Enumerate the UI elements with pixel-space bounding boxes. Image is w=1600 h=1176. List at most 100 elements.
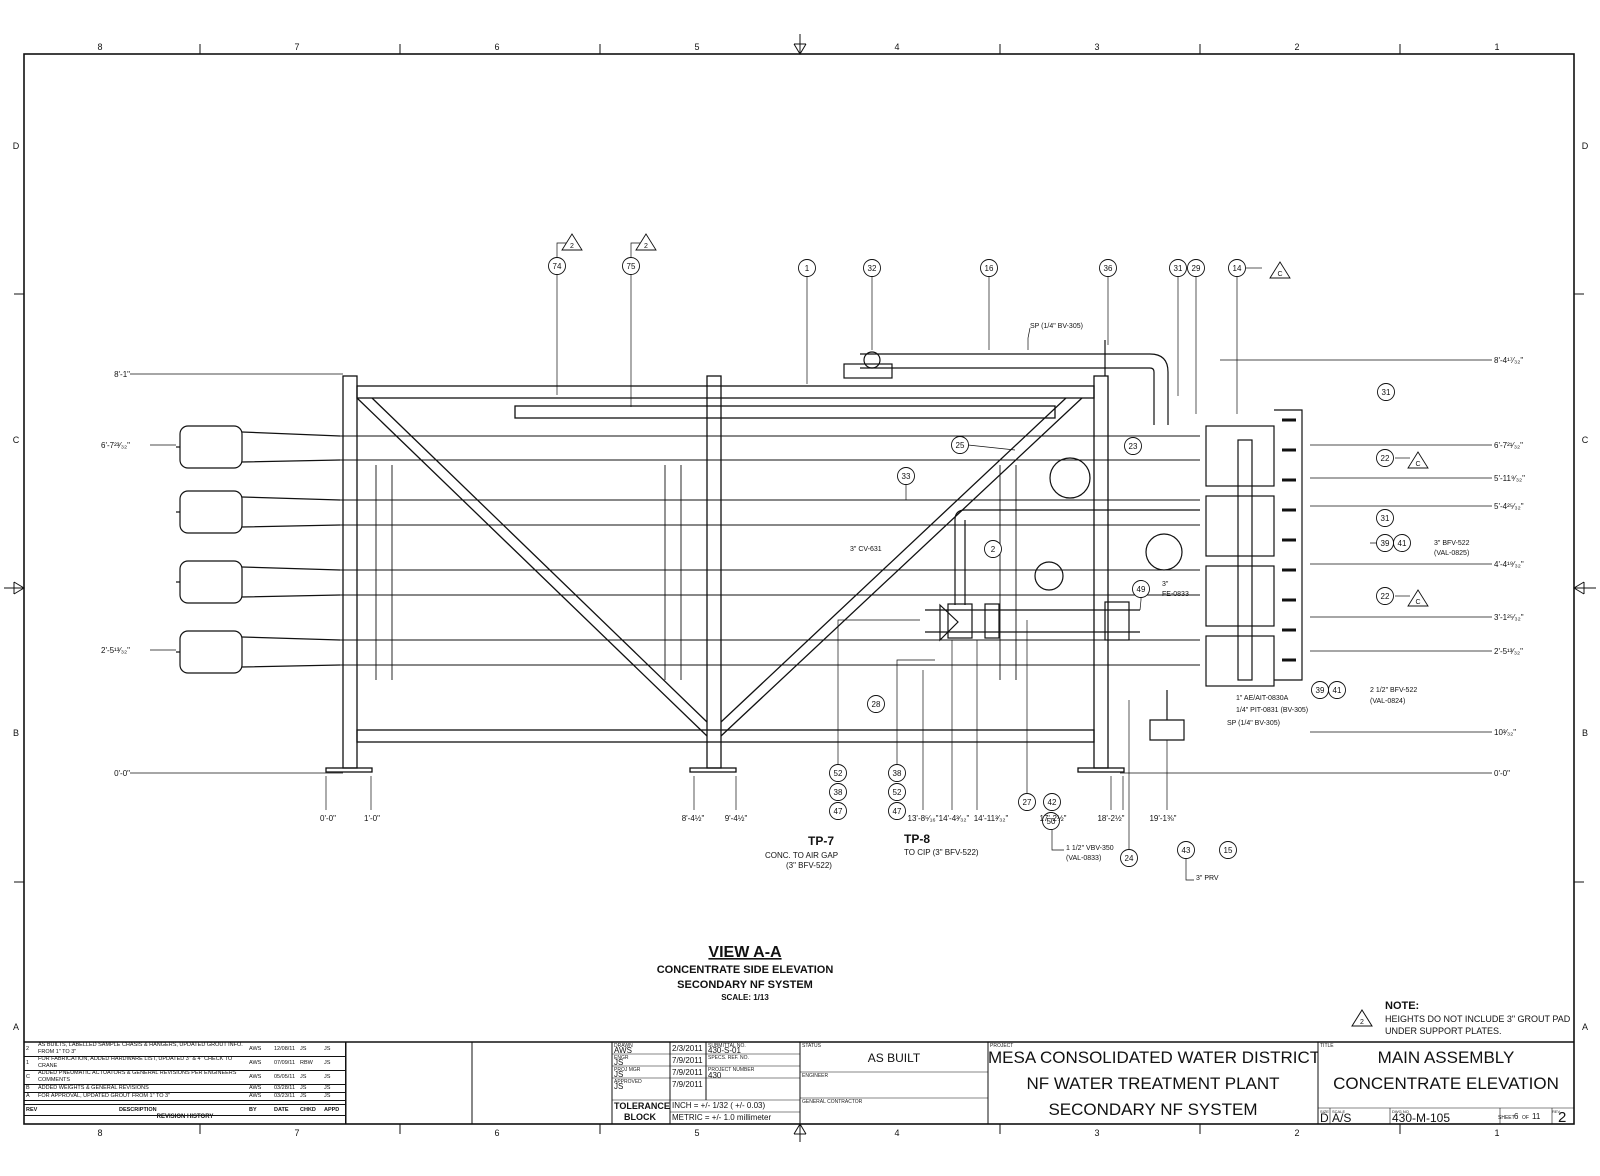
revision-triangle: C <box>1407 589 1429 607</box>
tolerance-line2: BLOCK <box>624 1112 656 1122</box>
project-line-2: NF WATER TREATMENT PLANT <box>1026 1074 1280 1093</box>
left-elevations: 8'-1"6'-7²³⁄₃₂"2'-5¹³⁄₃₂"0'-0" <box>101 370 130 778</box>
rev-rev: 1 <box>26 1060 30 1066</box>
svg-text:2: 2 <box>644 243 648 250</box>
size-value: D <box>1320 1111 1329 1124</box>
callout-val0833: (VAL-0833) <box>1066 855 1101 862</box>
callout-sp-bottom: SP (1/4" BV-305) <box>1227 720 1280 727</box>
balloon: 74 <box>548 257 566 275</box>
grid-row-left: C <box>13 435 20 445</box>
balloon: 27 <box>1018 793 1036 811</box>
tp7-label: TP-7 CONC. TO AIR GAP (3" BFV-522) <box>765 834 838 870</box>
horizontal-dim: 8'-4½" <box>682 814 705 823</box>
rev-chkd: RBW <box>300 1060 313 1066</box>
membrane-vessels <box>176 425 1200 674</box>
tp8-label: TP-8 TO CIP (3" BFV-522) <box>904 832 979 857</box>
balloon: 38 <box>888 764 906 782</box>
svg-text:25: 25 <box>956 441 965 450</box>
top-header-pipe <box>843 340 1169 425</box>
engineer-label: ENGINEER <box>802 1073 829 1079</box>
svg-text:47: 47 <box>893 807 902 816</box>
svg-text:43: 43 <box>1182 846 1191 855</box>
title-cell: TITLE MAIN ASSEMBLY CONCENTRATE ELEVATIO… <box>1318 1042 1574 1108</box>
horizontal-dimensions: 0'-0"1'-0"8'-4½"9'-4½"13'-8⁵⁄₁₆"14'-4³⁄₃… <box>320 814 1177 823</box>
grid-marks <box>14 44 1584 1134</box>
svg-text:27: 27 <box>1023 798 1032 807</box>
project-line-3: SECONDARY NF SYSTEM <box>1048 1100 1258 1119</box>
balloon: 36 <box>1099 259 1117 277</box>
grid-col-top: 2 <box>1294 42 1299 52</box>
svg-text:50: 50 <box>1047 817 1056 826</box>
horizontal-dim: 14'-11³⁄₃₂" <box>974 814 1009 823</box>
svg-text:16: 16 <box>985 264 994 273</box>
project-label: PROJECT <box>990 1043 1014 1049</box>
project-number: 430 <box>708 1071 722 1080</box>
engr-by: JS <box>614 1058 624 1067</box>
rev-by: AWS <box>249 1074 262 1080</box>
elevation-left: 6'-7²³⁄₃₂" <box>101 441 130 450</box>
projmgr-by: JS <box>614 1070 624 1079</box>
elevation-right: 6'-7²¹⁄₃₂" <box>1494 441 1523 450</box>
title-label: TITLE <box>1320 1043 1334 1049</box>
svg-text:33: 33 <box>902 472 911 481</box>
submittal-no: 430-S-01 <box>708 1046 741 1055</box>
rev-date: 03/28/11 <box>274 1085 296 1091</box>
balloon: 31 <box>1376 509 1394 527</box>
size-label: SIZE <box>1320 1109 1329 1114</box>
callout-sp-top: SP (1/4" BV-305) <box>1030 323 1083 330</box>
balloon: 25 <box>951 436 969 454</box>
revision-columns: REV DESCRIPTION BY DATE CHKD APPD <box>24 1104 345 1116</box>
center-arrow-right <box>1573 581 1596 595</box>
callout-cv631: 3" CV-631 <box>850 546 882 553</box>
elevation-left: 0'-0" <box>114 769 130 778</box>
elevation-right: 0'-0" <box>1494 769 1510 778</box>
rev-appd: JS <box>324 1093 331 1099</box>
callout-prv: 3" PRV <box>1196 875 1219 882</box>
grid-row-left: D <box>13 141 20 151</box>
grid-row-right: D <box>1582 141 1589 151</box>
view-scale: SCALE: 1/13 <box>721 993 769 1002</box>
rev-rev: A <box>26 1093 30 1099</box>
revision-triangle: C <box>1407 451 1429 469</box>
tp7-line2: (3" BFV-522) <box>786 861 832 870</box>
horizontal-dim: 14'-4³⁄₃₂" <box>939 814 970 823</box>
svg-text:38: 38 <box>834 788 843 797</box>
balloon: 49 <box>1132 580 1150 598</box>
approved-date: 7/9/2011 <box>672 1080 703 1089</box>
callout-val0824: (VAL-0824) <box>1370 698 1405 705</box>
svg-text:52: 52 <box>834 769 843 778</box>
balloon: 23 <box>1124 437 1142 455</box>
vessel-3 <box>176 560 341 604</box>
rev-col-rev: REV <box>26 1107 38 1113</box>
rev-desc: ADDED WEIGHTS & GENERAL REVISIONS <box>38 1085 149 1091</box>
view-title-block: VIEW A-A CONCENTRATE SIDE ELEVATION SECO… <box>657 944 834 1002</box>
rev-col-date: DATE <box>274 1107 289 1113</box>
rev-chkd: JS <box>300 1046 307 1052</box>
status-block: STATUS AS BUILT ENGINEER GENERAL CONTRAC… <box>800 1042 988 1124</box>
grid-col-bottom: 7 <box>294 1128 299 1138</box>
grid-col-bottom: 6 <box>494 1128 499 1138</box>
grid-col-bottom: 4 <box>894 1128 899 1138</box>
svg-text:1: 1 <box>805 264 810 273</box>
horizontal-dim: 9'-4½" <box>725 814 748 823</box>
rev-desc: FOR FABRICATION, ADDED HARDWARE LIST, UP… <box>38 1056 233 1069</box>
svg-text:24: 24 <box>1125 854 1134 863</box>
dimension-lines <box>130 242 1492 881</box>
balloon: 47 <box>829 802 847 820</box>
svg-text:31: 31 <box>1174 264 1183 273</box>
callout-pit: 1/4" PIT-0831 (BV-305) <box>1236 707 1308 714</box>
rev-label: REV <box>1552 1109 1561 1114</box>
svg-text:41: 41 <box>1398 539 1407 548</box>
rev-by: AWS <box>249 1046 262 1052</box>
svg-text:52: 52 <box>893 788 902 797</box>
svg-text:29: 29 <box>1192 264 1201 273</box>
svg-text:14: 14 <box>1233 264 1242 273</box>
balloon: 39 <box>1376 534 1394 552</box>
rev-by: AWS <box>249 1060 262 1066</box>
elevation-right: 5'-4²⁵⁄₃₂" <box>1494 502 1524 511</box>
svg-text:41: 41 <box>1333 686 1342 695</box>
sheet-total: 11 <box>1532 1112 1541 1121</box>
